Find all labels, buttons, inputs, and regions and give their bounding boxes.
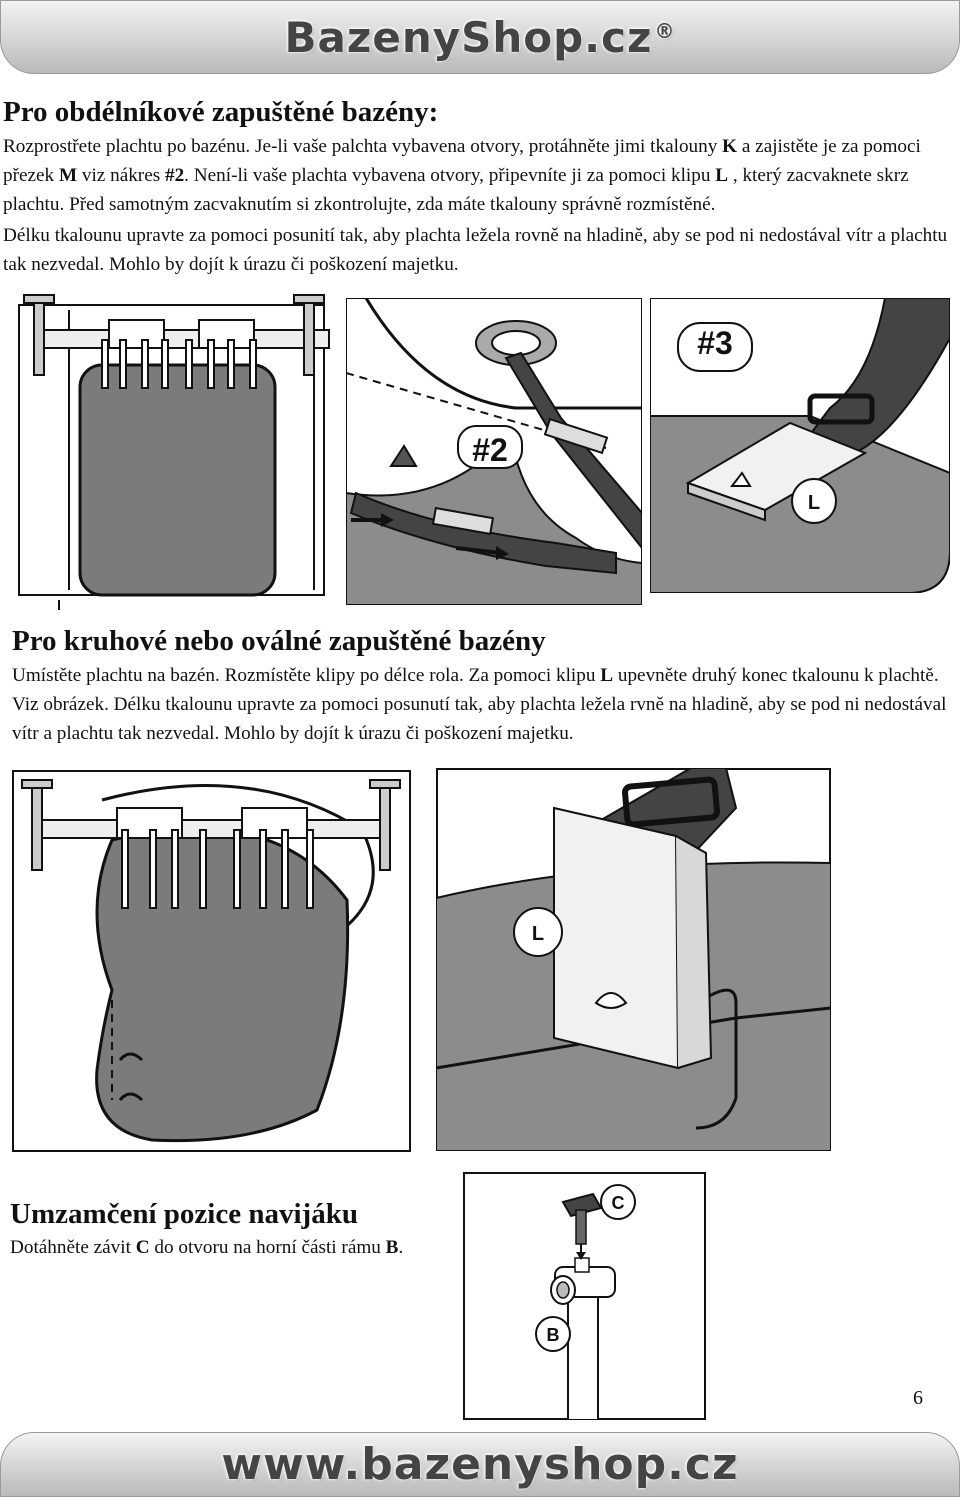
section-heading-round: Pro kruhové nebo oválné zapuštěné bazény (12, 625, 546, 657)
clip-label-l-2: L (532, 923, 544, 945)
text-run: Dotáhněte závit (10, 1237, 136, 1258)
text-run: Rozprostřete plachtu po bazénu. Je-li va… (3, 136, 723, 157)
paragraph-lock: Dotáhněte závit C do otvoru na horní čás… (10, 1233, 450, 1262)
figure-clip-rect: #3 L (650, 298, 950, 593)
section-heading-lock: Umzamčení pozice navijáku (10, 1198, 358, 1230)
bold-ref: L (600, 665, 614, 686)
figure-oval-pool-reel (12, 770, 411, 1152)
bold-ref: M (58, 165, 78, 186)
text-run: , který zacvaknete skrz plachtu. Před sa… (3, 165, 909, 215)
frame-label-b: B (547, 1325, 560, 1345)
paragraph-round-1: Umístěte plachtu na bazén. Rozmístěte kl… (12, 661, 956, 748)
bold-ref: B (385, 1237, 399, 1258)
text-run: Umístěte plachtu na bazén. Rozmístěte kl… (12, 665, 601, 686)
page-number: 6 (913, 1387, 923, 1409)
text-run: do otvoru na horní části rámu (149, 1237, 386, 1258)
text-run: viz nákres (77, 165, 165, 186)
footer-banner: www.bazenyshop.cz (0, 1432, 960, 1497)
bold-ref: K (722, 136, 738, 157)
figure-screw-frame: C B (463, 1172, 706, 1420)
figure-rect-pool-reel (18, 294, 330, 610)
text-run: . (398, 1237, 404, 1258)
bold-ref: #2 (164, 165, 185, 186)
figure-label-2: #2 (472, 432, 508, 468)
website-url: www.bazenyshop.cz (221, 1439, 739, 1490)
brand-logo: BazenyShop.cz® (284, 12, 676, 62)
bold-ref: L (715, 165, 729, 186)
bold-ref: C (135, 1237, 150, 1258)
header-banner: BazenyShop.cz® (0, 0, 960, 74)
paragraph-rect-1: Rozprostřete plachtu po bazénu. Je-li va… (3, 132, 955, 219)
figure-clip-oval: L (436, 768, 831, 1151)
screw-label-c: C (612, 1193, 625, 1213)
text-run: upevněte druhý konec tkalounu k plachtě.… (12, 665, 947, 744)
section-heading-rect: Pro obdélníkové zapuštěné bazény: (3, 96, 439, 128)
text-run: . Není-li vaše plachta vybavena otvory, … (184, 165, 716, 186)
paragraph-rect-2: Délku tkalounu upravte za pomoci posunit… (3, 225, 948, 275)
figure-grommet-strap: #2 (346, 298, 642, 605)
figure-label-3: #3 (697, 325, 733, 361)
text-run: a zajistěte je za pomoci přezek (3, 136, 921, 186)
clip-label-l: L (808, 492, 820, 514)
